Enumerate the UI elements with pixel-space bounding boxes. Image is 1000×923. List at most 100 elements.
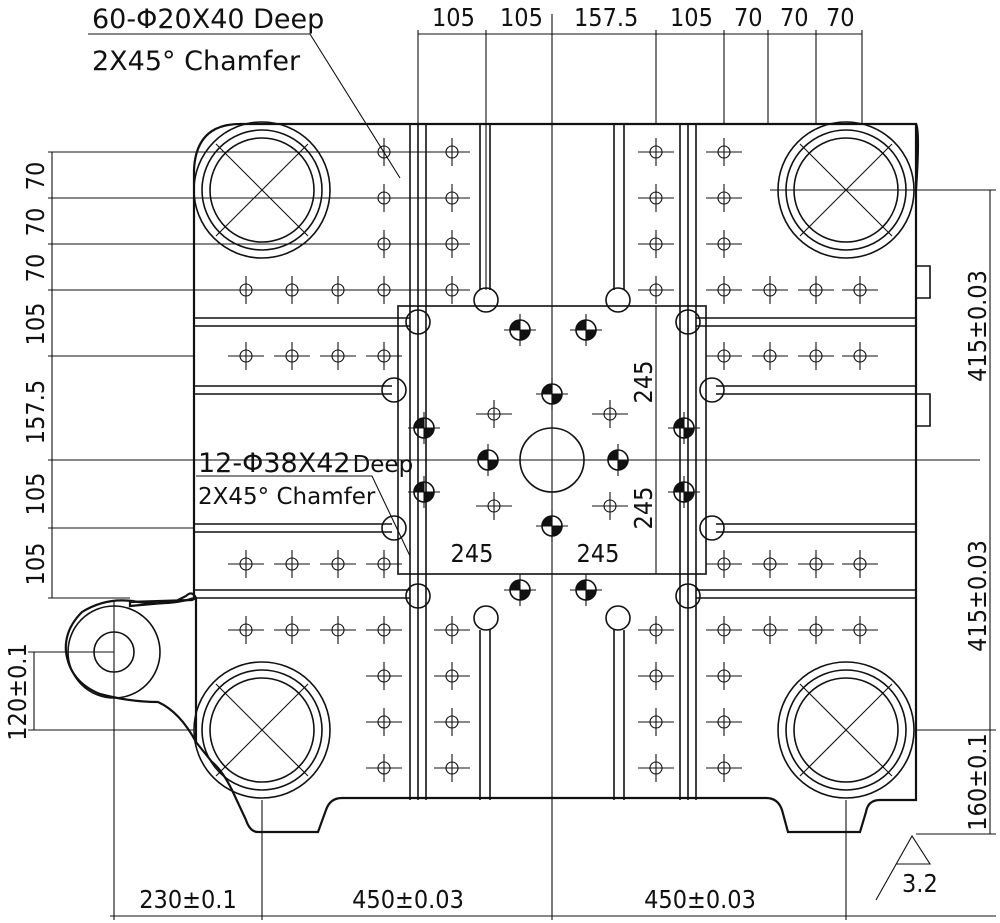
small-hole (638, 662, 674, 690)
large-hole (405, 309, 431, 335)
half-filled-hole (536, 378, 568, 410)
dim-top-5: 70 (734, 3, 763, 32)
small-hole (842, 276, 878, 304)
small-hole (434, 662, 470, 690)
plate-outline (64, 122, 931, 834)
small-hole (434, 754, 470, 782)
small-hole (752, 550, 788, 578)
small-hole (638, 616, 674, 644)
dim-top-2: 105 (500, 3, 543, 32)
dim-right-2: 415±0.03 (963, 540, 992, 652)
small-holes (228, 138, 878, 782)
dim-left-2: 70 (21, 208, 50, 237)
half-filled-hole (504, 314, 536, 346)
small-hole (366, 708, 402, 736)
small-hole (638, 184, 674, 212)
small-hole (638, 276, 674, 304)
dim-left-7: 105 (21, 543, 50, 586)
small-holes-spec: 60-Φ20X40 Deep (92, 4, 324, 35)
large-holes-chamfer: 2X45° Chamfer (198, 484, 376, 510)
small-hole (842, 342, 878, 370)
dim-inner-2: 245 (577, 539, 620, 568)
small-hole (366, 342, 402, 370)
small-hole (638, 708, 674, 736)
small-hole (274, 616, 310, 644)
small-hole (592, 400, 628, 428)
dim-left-1: 70 (21, 162, 50, 191)
small-hole (706, 184, 742, 212)
large-hole (675, 309, 701, 335)
small-hole (638, 230, 674, 258)
small-hole (476, 492, 512, 520)
small-hole (842, 616, 878, 644)
small-holes-chamfer: 2X45° Chamfer (92, 46, 301, 77)
small-hole (366, 662, 402, 690)
half-filled-holes (408, 314, 700, 606)
dim-right-1: 415±0.03 (963, 270, 992, 382)
small-hole (706, 550, 742, 578)
small-hole (798, 342, 834, 370)
small-hole (706, 662, 742, 690)
small-hole (320, 550, 356, 578)
large-hole (405, 583, 431, 609)
large-hole (605, 605, 631, 631)
half-filled-hole (570, 574, 602, 606)
large-hole (605, 287, 631, 313)
dim-left-3: 70 (21, 254, 50, 283)
dim-top-1: 105 (432, 3, 475, 32)
half-filled-hole (472, 444, 504, 476)
small-hole (320, 342, 356, 370)
surface-finish-value: 3.2 (902, 869, 938, 898)
half-filled-hole (602, 444, 634, 476)
small-hole (434, 708, 470, 736)
dim-bottom-2: 450±0.03 (352, 885, 464, 914)
small-hole (706, 616, 742, 644)
half-filled-hole (668, 476, 700, 508)
small-hole (228, 616, 264, 644)
dim-top-4: 105 (670, 3, 713, 32)
small-hole (706, 230, 742, 258)
small-hole (228, 550, 264, 578)
centre-lines (48, 14, 980, 920)
dim-left-6: 105 (21, 473, 50, 516)
dim-top-3: 157.5 (574, 3, 638, 32)
small-hole (366, 550, 402, 578)
small-hole (706, 708, 742, 736)
small-hole (320, 616, 356, 644)
small-hole (752, 276, 788, 304)
small-hole (638, 754, 674, 782)
large-hole (699, 515, 725, 541)
small-hole (274, 342, 310, 370)
half-filled-hole (536, 510, 568, 542)
dim-inner-1: 245 (451, 539, 494, 568)
small-hole (706, 276, 742, 304)
large-hole (381, 377, 407, 403)
surface-finish-symbol: 3.2 (875, 834, 938, 901)
small-hole (706, 754, 742, 782)
half-filled-hole (408, 476, 440, 508)
dim-bottom-1: 230±0.1 (139, 885, 237, 914)
dim-top-7: 70 (826, 3, 855, 32)
large-hole (473, 605, 499, 631)
large-holes (381, 287, 725, 631)
large-hole (699, 377, 725, 403)
small-hole (366, 616, 402, 644)
large-hole (381, 515, 407, 541)
half-filled-hole (570, 314, 602, 346)
half-filled-hole (504, 574, 536, 606)
small-hole (274, 550, 310, 578)
dim-right-3: 160±0.1 (963, 733, 992, 831)
dim-left-4: 105 (21, 303, 50, 346)
small-hole (798, 550, 834, 578)
dim-lug-height: 120±0.1 (3, 643, 32, 741)
dim-inner-3: 245 (629, 361, 658, 404)
dim-left-5: 157.5 (21, 380, 50, 444)
small-hole (798, 616, 834, 644)
large-holes-spec: 12-Φ38X42Deep (198, 448, 413, 479)
small-hole (798, 276, 834, 304)
half-filled-hole (408, 412, 440, 444)
small-hole (228, 342, 264, 370)
small-hole (752, 342, 788, 370)
half-filled-hole (668, 412, 700, 444)
